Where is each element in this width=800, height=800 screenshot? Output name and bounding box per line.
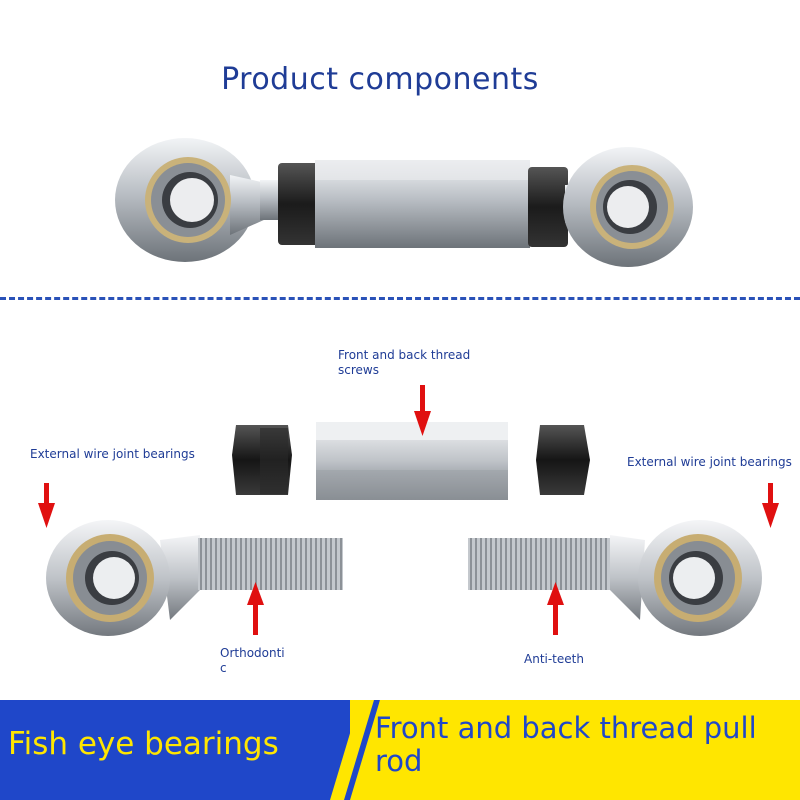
left-nut <box>278 163 320 245</box>
dashed-divider <box>0 297 800 300</box>
label-orthodontic: Orthodontic <box>220 646 285 675</box>
arrow-right-bearing <box>768 483 773 505</box>
label-right-bearing: External wire joint bearings <box>627 455 792 469</box>
hex-coupling-part <box>316 422 508 500</box>
right-nut <box>528 167 568 247</box>
exploded-parts-diagram <box>38 385 779 636</box>
banner-blue-panel <box>0 700 350 800</box>
right-rod-end-part <box>468 520 762 636</box>
left-rod-end-part <box>46 520 343 636</box>
arrow-left-bearing <box>44 483 49 505</box>
page-title: Product components <box>221 62 539 97</box>
banner-yellow-panel <box>330 700 800 800</box>
arrow-orthodontic <box>247 582 264 605</box>
left-nut-part <box>232 425 292 495</box>
label-anti-teeth: Anti-teeth <box>524 652 584 666</box>
red-arrows <box>38 385 779 635</box>
banner-diagonal-stripes <box>330 700 380 800</box>
assembled-rod-image <box>115 138 693 267</box>
bottom-banner: Fish eye bearings <box>0 700 800 800</box>
label-left-bearing: External wire joint bearings <box>30 447 195 461</box>
arrow-anti-teeth <box>547 582 564 605</box>
arrow-screws <box>420 385 425 413</box>
banner-right-text: Front and back thread pull rod <box>375 711 757 778</box>
banner-left-text: Fish eye bearings <box>8 726 279 762</box>
right-nut-part <box>536 425 590 495</box>
label-screws: Front and back thread screws <box>338 348 471 377</box>
